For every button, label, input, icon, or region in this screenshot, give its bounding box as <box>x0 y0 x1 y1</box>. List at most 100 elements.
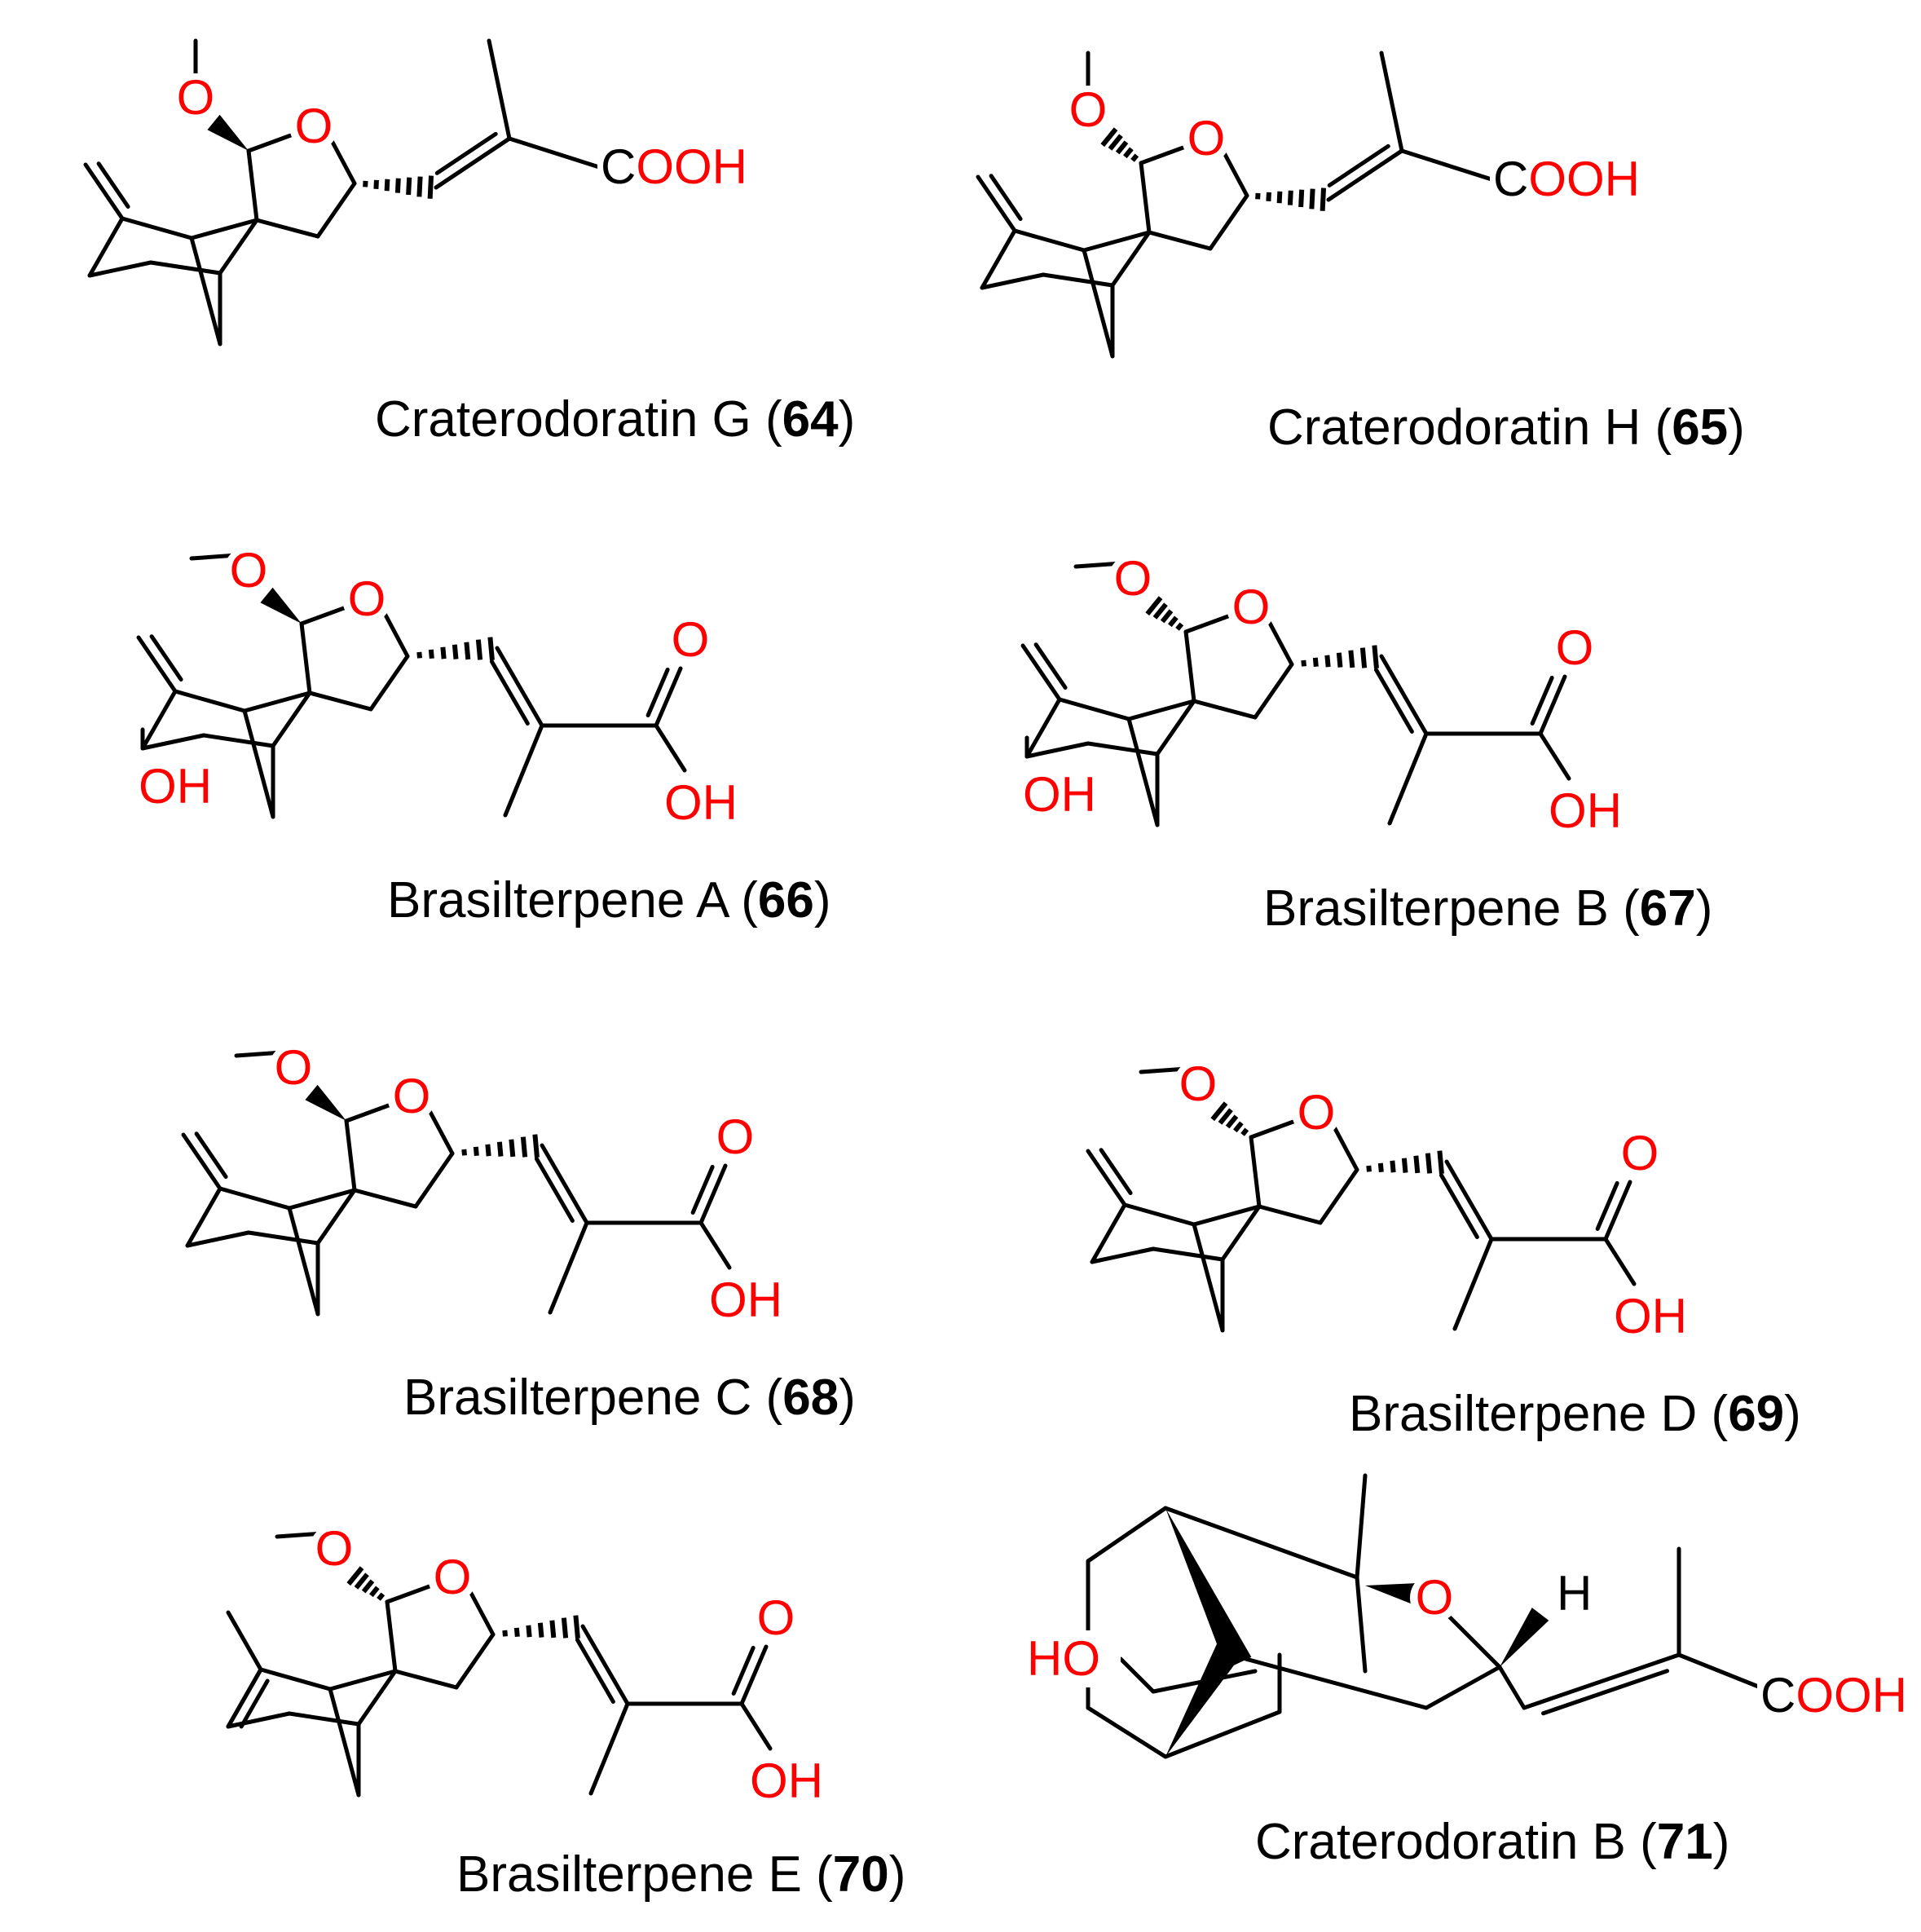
double-bond-line <box>489 659 530 726</box>
hydroxyl-label: OH <box>1614 1289 1687 1343</box>
bond <box>1326 148 1404 202</box>
bond <box>1155 699 1196 756</box>
bond <box>307 690 373 712</box>
methoxy-oxygen-label: O <box>275 1040 313 1095</box>
bond <box>698 1163 728 1225</box>
hydroxyl-label: OH <box>709 1273 782 1327</box>
ring-oxygen-label: O <box>1187 111 1226 165</box>
bond <box>1139 143 1192 165</box>
ring-oxygen-label: O <box>1232 580 1271 634</box>
double-bond-line <box>1439 1173 1479 1240</box>
bond <box>495 646 544 728</box>
ring-oxygen-label: O <box>434 1550 472 1604</box>
bond <box>1538 674 1567 736</box>
methoxy-oxygen-label: O <box>177 70 215 125</box>
bond <box>454 1632 496 1690</box>
hashed-bond <box>363 175 434 199</box>
bond <box>120 216 194 240</box>
bond <box>299 603 353 626</box>
hashed-bond <box>461 1134 540 1158</box>
bond <box>1086 741 1160 756</box>
hydroxyl-label: HO <box>1027 1631 1100 1686</box>
bond <box>1249 1117 1302 1140</box>
bond <box>218 218 259 276</box>
compound-name: Craterodoratin B ( <box>1255 1814 1657 1870</box>
bond <box>1163 1709 1282 1759</box>
bond <box>1218 144 1249 198</box>
bond <box>1020 643 1062 702</box>
bond <box>1603 1180 1632 1242</box>
carboxylic-acid-label: COOH <box>601 139 747 194</box>
bond <box>136 635 178 694</box>
carbonyl-oxygen-label: O <box>1621 1126 1659 1180</box>
double-bond-line <box>645 667 670 717</box>
bond <box>181 1132 223 1191</box>
bond <box>698 1220 732 1270</box>
wedge-bond <box>207 114 249 151</box>
double-bond-line <box>1373 668 1414 734</box>
bond <box>1192 1222 1225 1333</box>
bond <box>588 1701 630 1796</box>
carbonyl-oxygen-label: O <box>757 1590 795 1645</box>
bond <box>1253 662 1294 720</box>
bond <box>1444 1159 1494 1242</box>
hashed-bond <box>1210 1101 1249 1136</box>
double-bond-line <box>434 131 498 175</box>
bond <box>1522 1652 1681 1710</box>
methoxy-oxygen-label: O <box>1179 1056 1218 1111</box>
bond <box>739 1701 773 1751</box>
hashed-bond <box>416 637 495 661</box>
compound-name: Brasilterpene E ( <box>456 1846 833 1903</box>
bond <box>1086 1705 1168 1759</box>
compound-caption: Brasilterpene D (69) <box>1349 1386 1801 1442</box>
bond <box>507 136 601 170</box>
bond <box>1603 1237 1637 1286</box>
bond <box>173 689 247 713</box>
bond <box>548 1220 589 1315</box>
compound-number: 71 <box>1657 1814 1713 1870</box>
bond <box>218 1186 292 1211</box>
carboxylic-acid-label: COOH <box>1493 152 1640 206</box>
double-bond-line <box>534 1157 575 1224</box>
double-bond-line <box>1541 1669 1670 1716</box>
bond <box>385 1599 398 1674</box>
hashed-bond <box>1301 645 1379 669</box>
bond <box>1399 148 1494 182</box>
double-bond-line <box>690 1164 715 1215</box>
carboxylic-acid-label: COOH <box>1760 1668 1907 1722</box>
bond <box>1676 1652 1763 1690</box>
bond <box>1424 1665 1502 1710</box>
bond <box>1220 1204 1262 1262</box>
bond <box>258 1667 333 1692</box>
bond <box>465 1583 496 1637</box>
compound-name: Brasilterpene B ( <box>1263 880 1640 937</box>
bond <box>352 1188 418 1209</box>
double-bond-line <box>96 161 130 210</box>
methoxy-oxygen-label: O <box>1114 551 1152 606</box>
bond <box>287 1711 361 1727</box>
bond <box>1452 1237 1494 1331</box>
compound-name: Brasilterpene C ( <box>403 1370 783 1426</box>
hashed-bond <box>1366 1150 1444 1175</box>
bond <box>1126 717 1160 827</box>
bond <box>226 1711 292 1729</box>
hydroxyl-label: OH <box>664 775 738 830</box>
compound-name: Brasilterpene D ( <box>1349 1386 1729 1442</box>
double-bond-line <box>149 634 183 682</box>
bond <box>254 218 320 239</box>
compound-number: 65 <box>1672 399 1728 456</box>
ring-oxygen-label: O <box>295 99 333 153</box>
wedge-bond <box>305 1084 346 1121</box>
wedge-bond <box>1500 1608 1549 1667</box>
hydrogen-label: H <box>1557 1566 1592 1621</box>
double-bond-line <box>194 1131 228 1180</box>
compound-name: Craterodoratin G ( <box>375 391 782 448</box>
bond <box>434 136 512 190</box>
bond <box>1086 1506 1168 1564</box>
bond <box>271 690 312 748</box>
